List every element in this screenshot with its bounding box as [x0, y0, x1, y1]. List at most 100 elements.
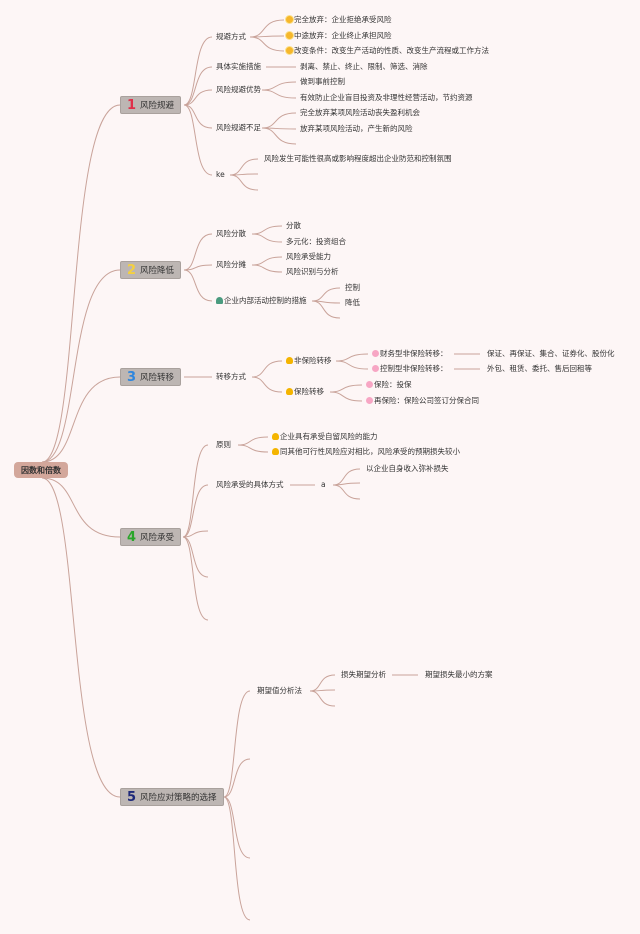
leaf[interactable]: 风险识别与分析 — [286, 267, 339, 276]
connector-line — [182, 484, 209, 538]
node[interactable]: 风险分散 — [216, 229, 246, 238]
leaf[interactable]: 改变条件：改变生产活动的性质、改变生产流程或工作方法 — [286, 46, 489, 56]
leaf-text: 再保险：保险公司签订分保合同 — [374, 396, 479, 405]
sun-icon — [286, 16, 293, 23]
chick-icon — [272, 448, 279, 455]
leaf-text: 中途放弃：企业终止承担风险 — [294, 31, 392, 40]
leaf[interactable]: 多元化：投资组合 — [286, 237, 346, 246]
branch-number: 4 — [127, 529, 137, 545]
leaf[interactable]: 期望损失最小的方案 — [425, 670, 493, 679]
node[interactable]: 规避方式 — [216, 32, 246, 41]
connector-line — [335, 353, 369, 362]
connector-line — [182, 530, 209, 538]
connector-line — [311, 300, 341, 319]
connector-line — [251, 256, 283, 266]
leaf[interactable]: 分散 — [286, 221, 301, 230]
connector-line — [229, 158, 259, 176]
leaf[interactable]: 以企业自身收入弥补损失 — [366, 464, 449, 473]
leaf[interactable]: 完全放弃某项风险活动丧失盈利机会 — [300, 108, 420, 117]
leaf-text: 改变条件：改变生产活动的性质、改变生产流程或工作方法 — [294, 46, 489, 55]
node[interactable]: 具体实施措施 — [216, 62, 261, 71]
node[interactable]: 保险转移 — [286, 387, 324, 397]
node[interactable]: 非保险转移 — [286, 356, 332, 366]
leaf-text: 控制型非保险转移： — [380, 364, 448, 373]
leaf[interactable]: 控制型非保险转移： — [372, 364, 448, 374]
node[interactable]: 企业内部活动控制的措施 — [216, 296, 307, 306]
connector-line — [309, 690, 336, 707]
flower-icon — [372, 350, 379, 357]
connector-line — [223, 758, 251, 798]
connector-line — [183, 269, 213, 302]
node[interactable]: 损失期望分析 — [341, 670, 386, 679]
leaf[interactable]: 保险：投保 — [366, 380, 412, 390]
connector-line — [41, 477, 121, 538]
connector-line — [261, 112, 297, 129]
flower-icon — [366, 381, 373, 388]
person-icon — [216, 297, 223, 304]
connector-line — [41, 269, 121, 463]
node[interactable]: 风险规避优势 — [216, 85, 261, 94]
leaf[interactable]: 财务型非保险转移： — [372, 349, 448, 359]
leaf[interactable]: 风险承受能力 — [286, 252, 331, 261]
leaf[interactable]: 风险发生可能性很高或影响程度超出企业防范和控制氛围 — [264, 154, 452, 163]
branch-label: 风险转移 — [140, 373, 175, 383]
connector-line — [251, 376, 283, 393]
chick-icon — [272, 433, 279, 440]
branch-label: 风险应对策略的选择 — [140, 793, 217, 803]
node[interactable]: 风险规避不足 — [216, 123, 261, 132]
connector-line — [183, 36, 213, 106]
connector-line — [251, 264, 283, 273]
leaf[interactable]: 做到事前控制 — [300, 77, 345, 86]
connector-line — [261, 127, 297, 145]
connector-line — [251, 233, 283, 243]
leaf[interactable]: 剥离、禁止、终止、限制、筛选、消除 — [300, 62, 428, 71]
node[interactable]: 期望值分析法 — [257, 686, 302, 695]
chick-icon — [286, 357, 293, 364]
connector-line — [237, 444, 269, 453]
connector-line — [251, 360, 283, 378]
leaf[interactable]: 中途放弃：企业终止承担风险 — [286, 31, 392, 41]
connector-line — [329, 384, 363, 393]
leaf[interactable]: 控制 — [345, 283, 360, 292]
connector-line — [223, 796, 251, 859]
node[interactable]: a — [321, 480, 326, 489]
leaf[interactable]: 再保险：保险公司签订分保合同 — [366, 396, 479, 406]
leaf[interactable]: 外包、租赁、委托、售后回租等 — [487, 364, 592, 373]
leaf-text: 保险：投保 — [374, 380, 412, 389]
node[interactable]: 转移方式 — [216, 372, 246, 381]
connector-line — [261, 89, 297, 99]
node[interactable]: 风险承受的具体方式 — [216, 480, 284, 489]
leaf[interactable]: 企业具有承受自留风险的能力 — [272, 432, 378, 442]
connector-line — [183, 66, 213, 106]
leaf[interactable]: 有效防止企业盲目投资及非理性经营活动，节约资源 — [300, 93, 473, 102]
node[interactable]: 原则 — [216, 440, 231, 449]
leaf-text: 完全放弃：企业拒绝承受风险 — [294, 15, 392, 24]
connector-line — [41, 477, 121, 798]
leaf[interactable]: 放弃某项风险活动，产生新的风险 — [300, 124, 413, 133]
leaf[interactable]: 保证、再保证、集合、证券化、股份化 — [487, 349, 615, 358]
connector-line — [223, 796, 251, 921]
branch-label: 风险规避 — [140, 101, 175, 111]
connector-line — [182, 444, 209, 538]
branch-number: 2 — [127, 262, 137, 278]
branch-number: 3 — [127, 369, 137, 385]
flower-icon — [366, 397, 373, 404]
sun-icon — [286, 47, 293, 54]
leaf-text: 企业具有承受自留风险的能力 — [280, 432, 378, 441]
root-node[interactable]: 因数和倍数 — [14, 462, 68, 478]
branch-number: 1 — [127, 97, 137, 113]
connector-line — [311, 287, 341, 302]
node[interactable]: ke — [216, 170, 225, 179]
node[interactable]: 风险分摊 — [216, 260, 246, 269]
leaf[interactable]: 完全放弃：企业拒绝承受风险 — [286, 15, 392, 25]
node-text: 非保险转移 — [294, 356, 332, 365]
leaf[interactable]: 同其他可行性风险应对相比，风险承受的预期损失较小 — [272, 447, 460, 457]
leaf[interactable]: 降低 — [345, 298, 360, 307]
connector-line — [237, 436, 269, 446]
